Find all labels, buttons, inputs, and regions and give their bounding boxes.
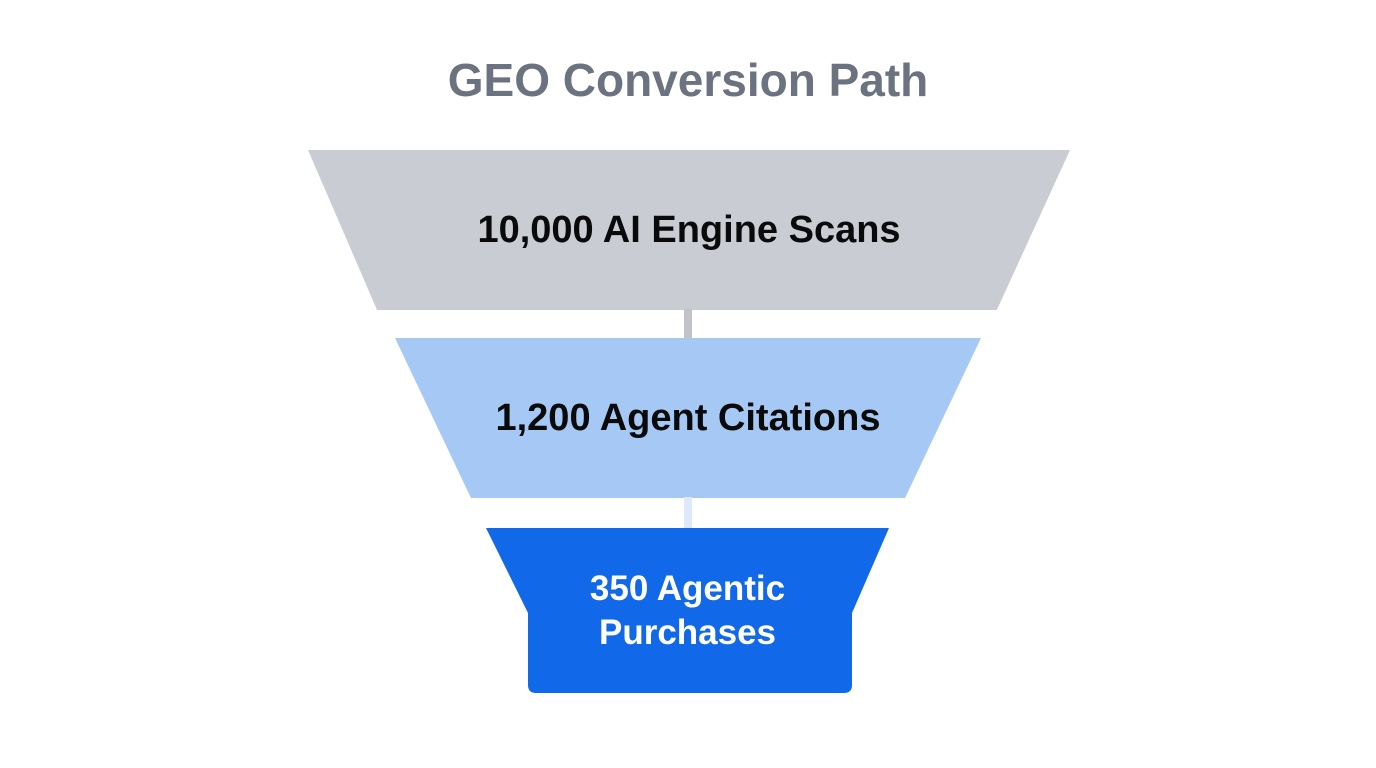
down-arrow-stem bbox=[684, 309, 692, 342]
funnel-stage-ai-engine-scans: 10,000 AI Engine Scans bbox=[308, 150, 1070, 310]
stage-label: 350 Agentic Purchases bbox=[589, 568, 786, 652]
chart-title: GEO Conversion Path bbox=[447, 54, 929, 106]
stage-label: 1,200 Agent Citations bbox=[495, 396, 881, 439]
funnel-stage-agentic-purchases: 350 Agentic Purchases bbox=[486, 528, 889, 693]
funnel-stage-agent-citations: 1,200 Agent Citations bbox=[395, 338, 981, 498]
stage-label: 10,000 AI Engine Scans bbox=[477, 208, 901, 251]
down-arrow-stem bbox=[684, 497, 692, 531]
